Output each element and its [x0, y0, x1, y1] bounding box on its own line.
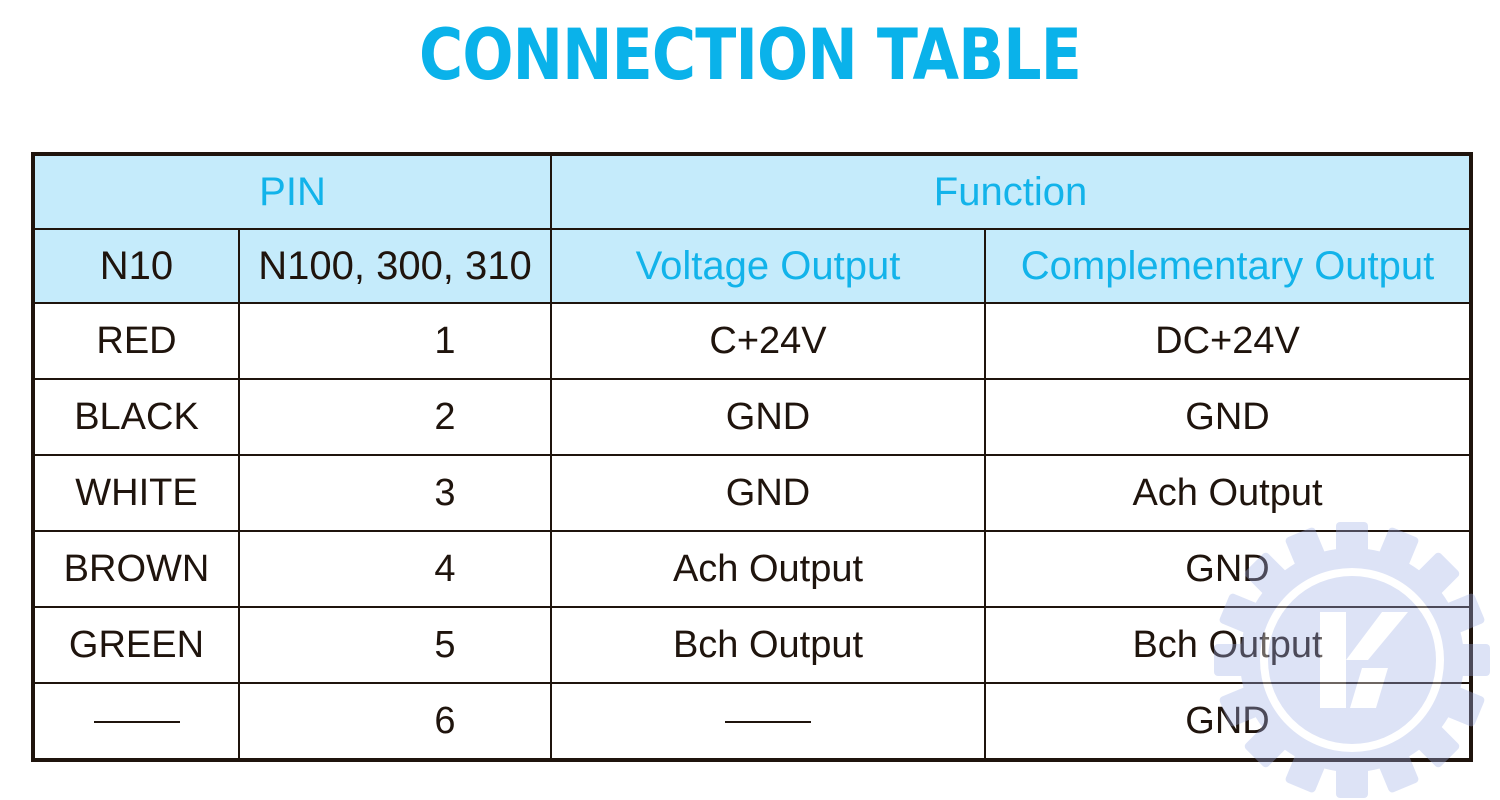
- n10-cell: BLACK: [32, 378, 240, 456]
- voltage-output-cell: Bch Output: [550, 606, 986, 684]
- dash-placeholder: [93, 721, 180, 724]
- sub-header-row: N10 N100, 300, 310 Voltage Output Comple…: [32, 228, 1473, 304]
- voltage-output-column-header: Voltage Output: [550, 228, 986, 304]
- complementary-output-column-header: Complementary Output: [983, 228, 1473, 304]
- voltage-output-cell: GND: [550, 378, 986, 456]
- pin-cell: 6: [238, 682, 552, 761]
- function-group-header: Function: [549, 153, 1473, 230]
- n10-cell: GREEN: [32, 606, 240, 684]
- table-row: 6 GND: [32, 682, 1473, 761]
- group-header-row: PIN Function: [32, 153, 1473, 230]
- complementary-output-cell: GND: [983, 530, 1473, 608]
- table-row: BROWN 4 Ach Output GND: [32, 530, 1473, 608]
- voltage-output-cell: Ach Output: [550, 530, 986, 608]
- table-row: WHITE 3 GND Ach Output: [32, 454, 1473, 532]
- pin-cell: 3: [238, 454, 552, 532]
- pin-cell: 2: [238, 378, 552, 456]
- complementary-output-cell: GND: [983, 682, 1473, 761]
- complementary-output-cell: Ach Output: [983, 454, 1473, 532]
- n10-cell: BROWN: [32, 530, 240, 608]
- complementary-output-cell: GND: [983, 378, 1473, 456]
- table-row: RED 1 C+24V DC+24V: [32, 302, 1473, 380]
- table-row: GREEN 5 Bch Output Bch Output: [32, 606, 1473, 684]
- complementary-output-cell: Bch Output: [983, 606, 1473, 684]
- pin-cell: 4: [238, 530, 552, 608]
- n10-cell-empty: [32, 682, 240, 761]
- n10-cell: RED: [32, 302, 240, 380]
- n10-column-header: N10: [32, 228, 240, 304]
- n100-column-header: N100, 300, 310: [238, 228, 552, 304]
- connection-table: PIN Function N10 N100, 300, 310 Voltage …: [31, 152, 1474, 762]
- voltage-output-cell: C+24V: [550, 302, 986, 380]
- page-title: CONNECTION TABLE: [418, 14, 1082, 96]
- n10-cell: WHITE: [32, 454, 240, 532]
- dash-placeholder: [725, 721, 811, 724]
- table-row: BLACK 2 GND GND: [32, 378, 1473, 456]
- voltage-output-cell-empty: [550, 682, 986, 761]
- pin-cell: 1: [238, 302, 552, 380]
- voltage-output-cell: GND: [550, 454, 986, 532]
- complementary-output-cell: DC+24V: [983, 302, 1473, 380]
- pin-group-header: PIN: [32, 153, 552, 230]
- pin-cell: 5: [238, 606, 552, 684]
